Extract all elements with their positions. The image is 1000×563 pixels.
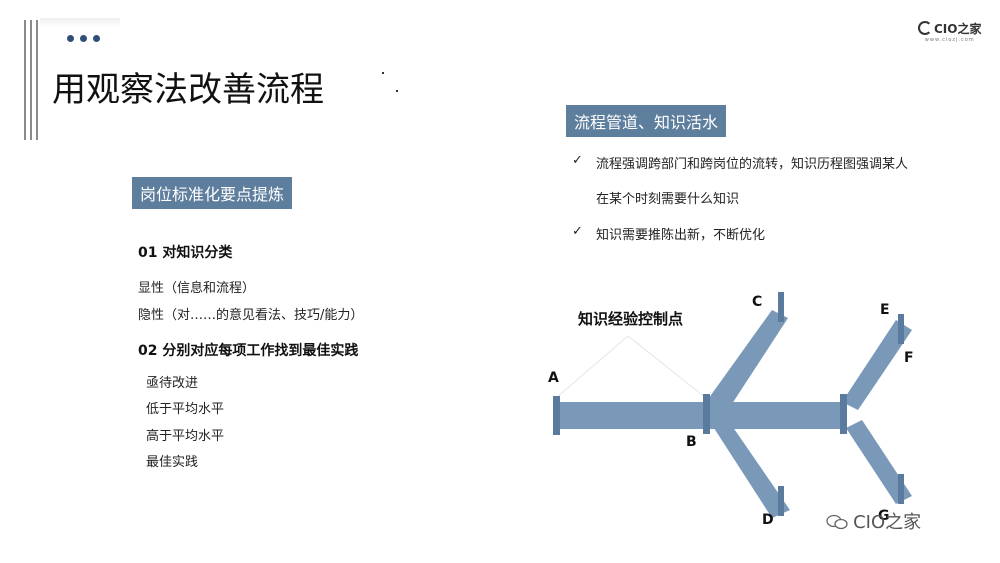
list-item: 最佳实践 [146, 455, 199, 470]
joint-a [553, 396, 560, 435]
diagram-label-b: B [686, 434, 697, 450]
diagram-title: 知识经验控制点 [578, 310, 684, 328]
joint-g [898, 474, 904, 504]
title-dot [382, 72, 384, 74]
decor-bar-2 [30, 20, 32, 140]
pipe-branch-c [706, 310, 788, 410]
pipes [556, 310, 912, 518]
bullet-text: 流程强调跨部门和跨岗位的流转，知识历程图强调某人 [596, 157, 909, 172]
joint-b2 [840, 394, 847, 434]
right-section-label: 流程管道、知识活水 [566, 105, 727, 137]
list-item: 低于平均水平 [146, 402, 225, 417]
pipe-main [556, 402, 846, 429]
diagram-label-g: G [878, 508, 890, 524]
logo-sub: www.ciozj.com [924, 37, 975, 43]
left-section-label: 岗位标准化要点提炼 [132, 177, 293, 209]
pipe-branch-d [712, 420, 790, 518]
watermark-text: CIO之家 [853, 512, 922, 533]
header-dots [67, 27, 106, 46]
check-icon: ✓ [572, 153, 583, 168]
list-item: 亟待改进 [146, 376, 199, 391]
list-item: 隐性（对……的意见看法、技巧/能力） [138, 308, 364, 323]
bullet-text: 知识需要推陈出新，不断优化 [596, 228, 766, 243]
heading-01: 01 对知识分类 [138, 245, 233, 261]
logo: CIO之家 www.ciozj.com [918, 20, 981, 43]
decor-shadow [40, 18, 120, 28]
pipe-branch-ef [842, 320, 912, 410]
check-icon: ✓ [572, 224, 583, 239]
diagram-label-f: F [904, 350, 914, 366]
pipe-joints [553, 292, 904, 516]
decor-bar-1 [24, 20, 26, 140]
joint-b [703, 394, 710, 434]
watermark: CIO之家 [826, 508, 921, 534]
diagram-label-e: E [880, 302, 890, 318]
decor-bar-3 [36, 20, 38, 140]
diagram-label-a: A [548, 370, 559, 386]
logo-ring-icon [918, 21, 932, 35]
heading-02: 02 分别对应每项工作找到最佳实践 [138, 343, 359, 359]
diagram-guides [555, 335, 707, 399]
title-dot-2 [396, 90, 398, 92]
page-title: 用观察法改善流程 [52, 70, 324, 110]
logo-text: CIO之家 [934, 22, 982, 36]
diagram-label-d: D [762, 512, 774, 528]
list-item: 高于平均水平 [146, 429, 225, 444]
wechat-icon [826, 514, 848, 530]
joint-e [898, 314, 904, 344]
diagram-label-c: C [752, 294, 763, 310]
joint-c [778, 292, 784, 322]
bullet-text: 在某个时刻需要什么知识 [596, 192, 740, 207]
joint-d [778, 486, 784, 516]
pipe-branch-g [846, 420, 912, 504]
list-item: 显性（信息和流程） [138, 281, 256, 296]
